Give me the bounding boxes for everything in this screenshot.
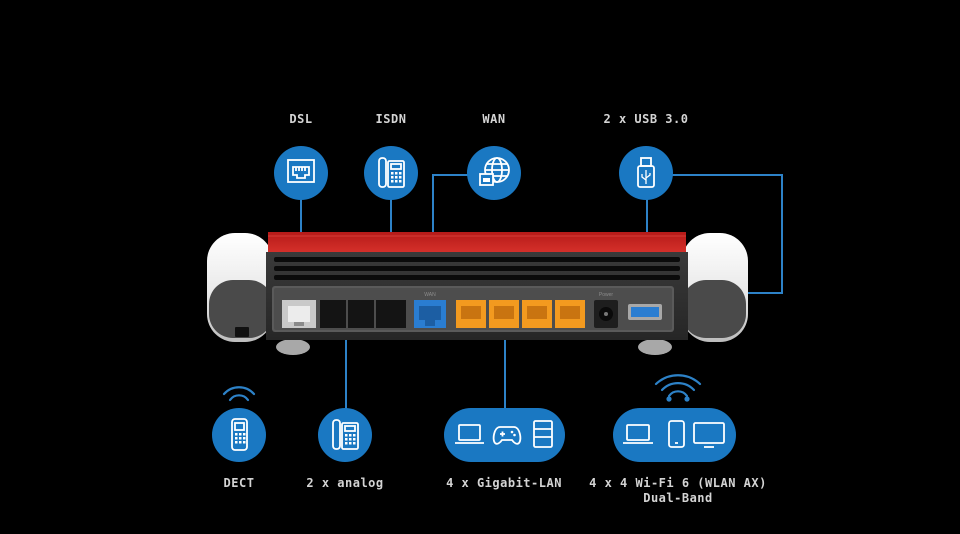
analog-phone-icon xyxy=(332,419,359,450)
server-icon xyxy=(533,420,553,448)
globe-network-icon xyxy=(484,157,510,183)
wifi-dot-left xyxy=(666,396,672,402)
label-wifi-line2: Dual-Band xyxy=(643,491,713,505)
wifi-badge xyxy=(613,408,736,462)
label-wifi-line1: 4 x 4 Wi-Fi 6 (WLAN AX) xyxy=(589,476,767,490)
isdn-badge xyxy=(364,146,418,200)
dect-badge xyxy=(212,408,266,462)
lan-ports xyxy=(456,300,585,328)
wifi-signal-icon xyxy=(654,374,702,398)
dsl-port xyxy=(282,300,316,328)
label-wifi: 4 x 4 Wi-Fi 6 (WLAN AX) Dual-Band xyxy=(558,476,798,506)
usb-symbol-icon xyxy=(641,170,651,184)
router-device: WAN Power xyxy=(207,232,748,355)
wan-badge xyxy=(467,146,521,200)
smartphone-icon xyxy=(668,420,685,448)
label-isdn: ISDN xyxy=(375,112,407,126)
phone-ports xyxy=(320,300,406,328)
router-foot-left xyxy=(276,339,310,355)
dect-wifi-signal-icon xyxy=(222,386,256,402)
desk-phone-icon xyxy=(378,157,405,188)
label-dect: DECT xyxy=(223,476,255,490)
monitor-icon xyxy=(693,422,725,448)
usb-port xyxy=(628,304,662,320)
label-wan: WAN xyxy=(482,112,506,126)
router-foot-right xyxy=(638,339,672,355)
cordless-phone-icon xyxy=(231,418,248,451)
usb-side-connector-line xyxy=(672,174,783,294)
kensington-slot xyxy=(235,327,249,337)
label-lan: 4 x Gigabit-LAN xyxy=(446,476,562,490)
laptop-icon xyxy=(455,424,484,444)
lan-badge xyxy=(444,408,565,462)
router-end-cap-right-shade xyxy=(682,280,746,338)
gamepad-icon xyxy=(492,426,522,445)
router-vents xyxy=(274,257,680,280)
dsl-badge xyxy=(274,146,328,200)
port-label-wan: WAN xyxy=(424,292,436,298)
label-usb: 2 x USB 3.0 xyxy=(603,112,689,126)
power-port xyxy=(594,300,618,328)
wifi-dot-right xyxy=(684,396,690,402)
usb-stick-icon xyxy=(637,157,655,188)
ethernet-port-icon xyxy=(287,159,315,183)
label-analog: 2 x analog xyxy=(306,476,384,490)
router-end-cap-left-shade xyxy=(209,280,273,338)
label-dsl: DSL xyxy=(289,112,313,126)
wifi-laptop-icon xyxy=(623,424,653,444)
port-label-power: Power xyxy=(599,292,614,298)
wan-port xyxy=(414,300,446,328)
usb-badge xyxy=(619,146,673,200)
router-top-band xyxy=(268,232,686,254)
analog-badge xyxy=(318,408,372,462)
